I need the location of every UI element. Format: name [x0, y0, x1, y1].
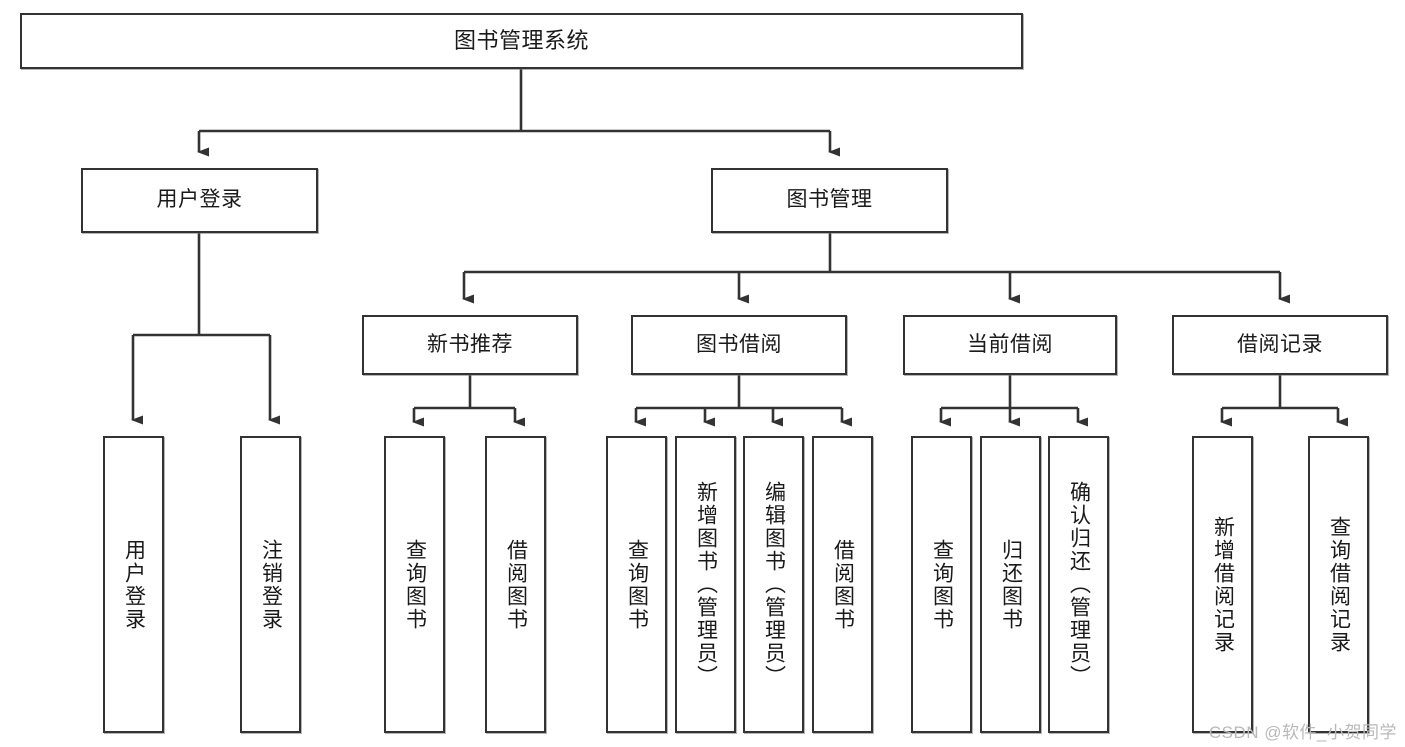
node-label: 新书推荐 — [427, 332, 513, 356]
leaf-add-borrow-record[interactable]: 新增借阅记录 — [1192, 436, 1253, 733]
node-label: 用户登录 — [156, 188, 243, 212]
leaf-query-book-recommend[interactable]: 查询图书 — [384, 436, 445, 733]
node-book-management[interactable]: 图书管理 — [711, 168, 948, 233]
node-label: 借阅图书 — [504, 538, 528, 631]
node-label: 查询借阅记录 — [1327, 515, 1351, 654]
node-borrow-records[interactable]: 借阅记录 — [1172, 315, 1388, 375]
node-new-book-recommend[interactable]: 新书推荐 — [362, 315, 578, 375]
node-label: 查询图书 — [625, 538, 649, 631]
leaf-return-book[interactable]: 归还图书 — [980, 436, 1041, 733]
node-root[interactable]: 图书管理系统 — [20, 13, 1023, 69]
leaf-borrow-book[interactable]: 借阅图书 — [812, 436, 873, 733]
node-book-borrow[interactable]: 图书借阅 — [631, 315, 847, 375]
node-label: 图书管理 — [786, 188, 873, 212]
leaf-logout[interactable]: 注销登录 — [240, 436, 301, 733]
node-user-login[interactable]: 用户登录 — [81, 168, 318, 233]
node-label: 图书管理系统 — [453, 28, 589, 54]
leaf-edit-book-admin[interactable]: 编辑图书（管理员） — [743, 436, 804, 733]
node-current-borrow[interactable]: 当前借阅 — [903, 315, 1117, 375]
leaf-add-book-admin[interactable]: 新增图书（管理员） — [675, 436, 736, 733]
node-label: 归还图书 — [999, 538, 1023, 631]
node-label: 当前借阅 — [967, 332, 1053, 356]
node-label: 注销登录 — [259, 538, 283, 631]
node-label: 用户登录 — [122, 538, 146, 631]
leaf-query-book-current[interactable]: 查询图书 — [911, 436, 972, 733]
node-label: 确认归还（管理员） — [1067, 481, 1091, 688]
leaf-query-book-borrow[interactable]: 查询图书 — [606, 436, 667, 733]
leaf-user-login[interactable]: 用户登录 — [103, 436, 164, 733]
leaf-borrow-book-recommend[interactable]: 借阅图书 — [485, 436, 546, 733]
node-label: 新增借阅记录 — [1211, 515, 1235, 654]
node-label: 借阅图书 — [831, 538, 855, 631]
node-label: 借阅记录 — [1237, 332, 1323, 356]
node-label: 新增图书（管理员） — [694, 481, 718, 688]
node-label: 查询图书 — [403, 538, 427, 631]
leaf-query-borrow-record[interactable]: 查询借阅记录 — [1308, 436, 1369, 733]
node-label: 查询图书 — [930, 538, 954, 631]
node-label: 图书借阅 — [696, 332, 782, 356]
csdn-watermark: CSDN @软件_小贺同学 — [1208, 723, 1397, 742]
leaf-confirm-return-admin[interactable]: 确认归还（管理员） — [1048, 436, 1109, 733]
node-label: 编辑图书（管理员） — [762, 481, 786, 688]
